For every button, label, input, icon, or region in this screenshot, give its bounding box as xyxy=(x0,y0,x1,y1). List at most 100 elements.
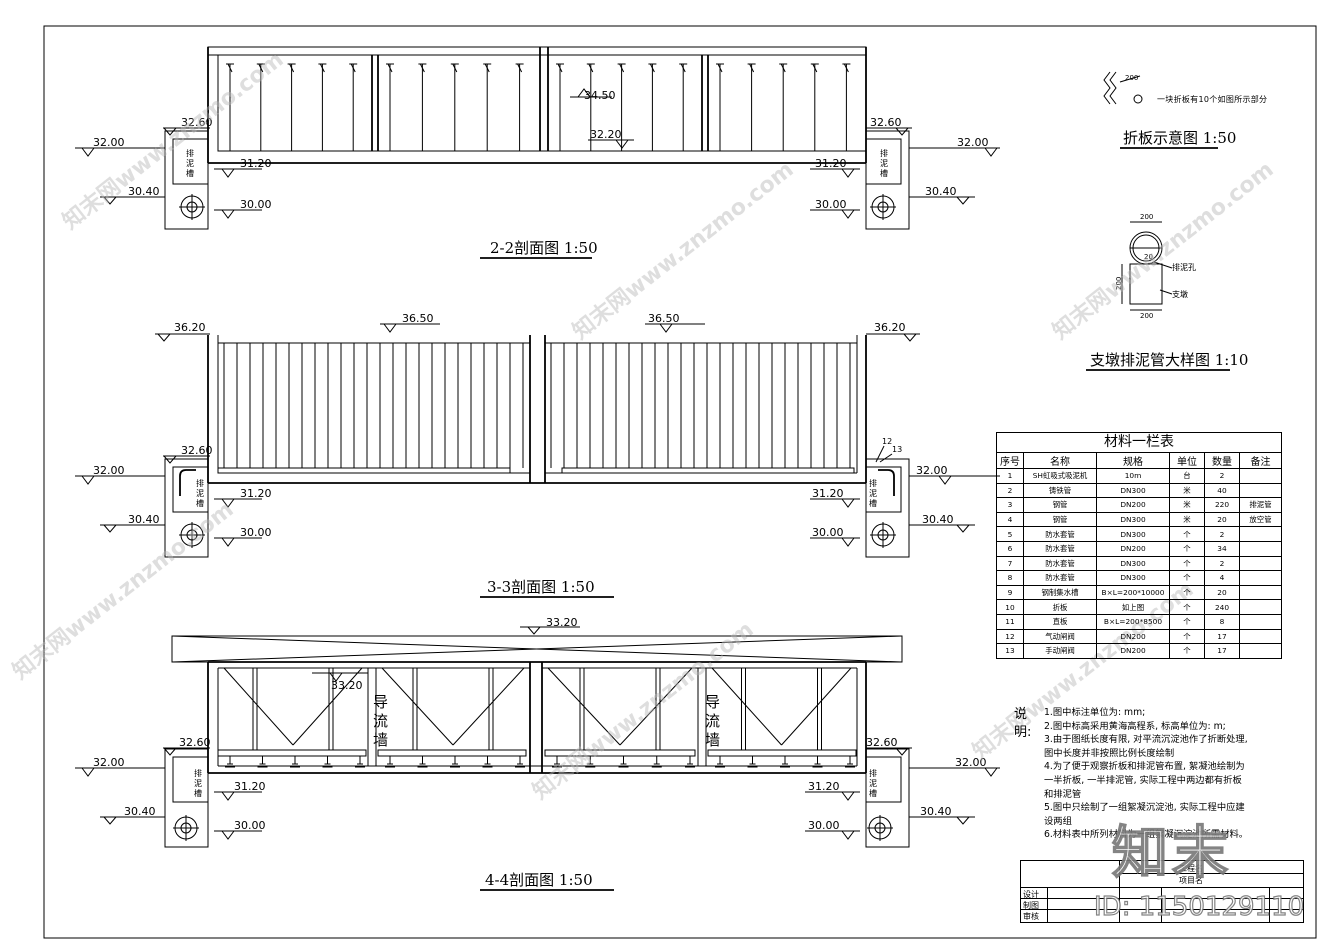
svg-text:泥: 泥 xyxy=(869,779,877,788)
materials-cell xyxy=(1239,643,1282,659)
elev-30-00-l3: 30.00 xyxy=(234,819,266,832)
title-block: 工程名 项目名 设计 制图 审核 xyxy=(1020,860,1304,923)
materials-cell: 个 xyxy=(1169,643,1205,659)
mark-12: 12 xyxy=(882,437,892,446)
svg-text:排: 排 xyxy=(196,478,204,488)
svg-text:墙: 墙 xyxy=(373,731,388,749)
materials-cell: 钢管 xyxy=(1023,497,1097,513)
materials-cell: 2 xyxy=(1204,555,1240,572)
elev-36-20-r: 36.20 xyxy=(874,321,906,334)
drawing-id: ID: 1150129110 xyxy=(1093,891,1305,922)
materials-cell: 2 xyxy=(1204,526,1240,542)
materials-cell: 铸铁管 xyxy=(1023,482,1097,499)
elev-30-00-l2: 30.00 xyxy=(240,526,272,539)
section-4-4: 33.20 导 流 墙 导 流 墙 33.20 xyxy=(75,616,1000,891)
svg-text:槽: 槽 xyxy=(869,788,877,798)
item-name: 项目名 xyxy=(1179,876,1203,885)
sludge-trough-label-r: 排 xyxy=(880,148,888,158)
watermark-3: 知末网www.znzmo.com xyxy=(1048,156,1279,344)
section-3-3-title: 3-3剖面图 1:50 xyxy=(487,578,595,596)
draw-label: 制图 xyxy=(1023,901,1039,910)
elev-30-00-r3: 30.00 xyxy=(808,819,840,832)
elev-32-00-r2: 32.00 xyxy=(916,464,948,477)
materials-cell: DN200 xyxy=(1096,497,1170,513)
materials-cell: 6 xyxy=(996,540,1024,557)
elev-31-20-r2: 31.20 xyxy=(812,487,844,500)
baffle-dim: 200 xyxy=(1125,74,1138,82)
note-line: 3.由于图纸长度有限, 对平流沉淀池作了折断处理, xyxy=(1044,734,1248,746)
materials-cell: DN300 xyxy=(1096,482,1170,499)
svg-text:流: 流 xyxy=(373,712,388,730)
materials-cell: 防水套管 xyxy=(1023,555,1097,572)
materials-cell: 个 xyxy=(1169,570,1205,586)
materials-cell: DN200 xyxy=(1096,540,1170,557)
svg-text:槽: 槽 xyxy=(194,788,202,798)
svg-text:泥: 泥 xyxy=(869,489,877,498)
materials-cell: 防水套管 xyxy=(1023,526,1097,542)
materials-cell: 17 xyxy=(1204,643,1240,659)
elev-31-20-l: 31.20 xyxy=(240,157,272,170)
materials-cell: 8 xyxy=(1204,613,1240,630)
col-name: 名称 xyxy=(1023,452,1097,469)
col-spec: 规格 xyxy=(1096,452,1170,469)
materials-cell: 米 xyxy=(1169,497,1205,513)
materials-cell: 34 xyxy=(1204,540,1240,557)
guide-wall-char1-r: 导 xyxy=(705,693,720,711)
materials-cell: SH虹吸式吸泥机 xyxy=(1023,468,1097,484)
watermark-2: 知末网www.znzmo.com xyxy=(568,156,799,344)
note-line: 5.图中只绘制了一组絮凝沉淀池, 实际工程中应建 xyxy=(1044,802,1245,814)
note-line: 和排泥管 xyxy=(1044,788,1082,800)
materials-title: 材料一栏表 xyxy=(996,432,1282,452)
materials-cell: 10 xyxy=(996,599,1024,615)
note-line: 1.图中标注单位为: mm; xyxy=(1044,707,1146,718)
col-no: 序号 xyxy=(996,452,1024,469)
watermarks: 知末网www.znzmo.com 知末网www.znzmo.com 知末网www… xyxy=(8,46,1279,804)
elev-30-40-l2: 30.40 xyxy=(128,513,160,526)
materials-cell xyxy=(1239,570,1282,586)
elev-31-20-l2: 31.20 xyxy=(240,487,272,500)
elev-30-40-r2: 30.40 xyxy=(922,513,954,526)
baffle-detail-title: 折板示意图 1:50 xyxy=(1123,129,1236,147)
materials-cell: 台 xyxy=(1169,468,1205,484)
materials-cell: 米 xyxy=(1169,511,1205,528)
elev-30-00-l: 30.00 xyxy=(240,198,272,211)
materials-cell: 个 xyxy=(1169,540,1205,557)
elev-32-00-r3: 32.00 xyxy=(955,756,987,769)
elev-30-00-r2: 30.00 xyxy=(812,526,844,539)
project-name: 工程名 xyxy=(1179,864,1203,873)
elev-33-20-mid: 33.20 xyxy=(331,679,363,692)
col-unit: 单位 xyxy=(1169,452,1205,469)
materials-cell: 排泥管 xyxy=(1239,497,1282,513)
sludge-trough-label-l: 排 xyxy=(186,148,194,158)
elev-32-00-l2: 32.00 xyxy=(93,464,125,477)
elev-32-00-l3: 32.00 xyxy=(93,756,125,769)
section-2-2-title: 2-2剖面图 1:50 xyxy=(490,239,598,257)
elev-33-20-top: 33.20 xyxy=(546,616,578,629)
elev-36-20-l: 36.20 xyxy=(174,321,206,334)
elev-36-50-l: 36.50 xyxy=(402,312,434,325)
elev-30-40-l: 30.40 xyxy=(128,185,160,198)
mark-13: 13 xyxy=(892,445,902,454)
pipe-dim-inner: 20 xyxy=(1144,253,1153,261)
note-line: 2.图中标高采用黄海高程系, 标高单位为: m; xyxy=(1044,720,1226,732)
elev-30-40-l3: 30.40 xyxy=(124,805,156,818)
elev-34-50: 34.50 xyxy=(584,89,616,102)
notes-heading: 说明: xyxy=(1014,707,1032,740)
pipe-dim-bottom: 200 xyxy=(1140,312,1153,320)
svg-text:排: 排 xyxy=(869,478,877,488)
materials-cell: 气动闸阀 xyxy=(1023,628,1097,645)
svg-text:槽: 槽 xyxy=(196,498,204,508)
elev-30-00-r: 30.00 xyxy=(815,198,847,211)
elev-31-20-r: 31.20 xyxy=(815,157,847,170)
materials-cell: 8 xyxy=(996,570,1024,586)
materials-cell: 如上图 xyxy=(1096,599,1170,615)
section-4-4-title: 4-4剖面图 1:50 xyxy=(485,871,593,889)
section-2-2: 排 泥 槽 排 泥 槽 32.00 32.00 32.60 32.60 31.2… xyxy=(75,46,1000,259)
